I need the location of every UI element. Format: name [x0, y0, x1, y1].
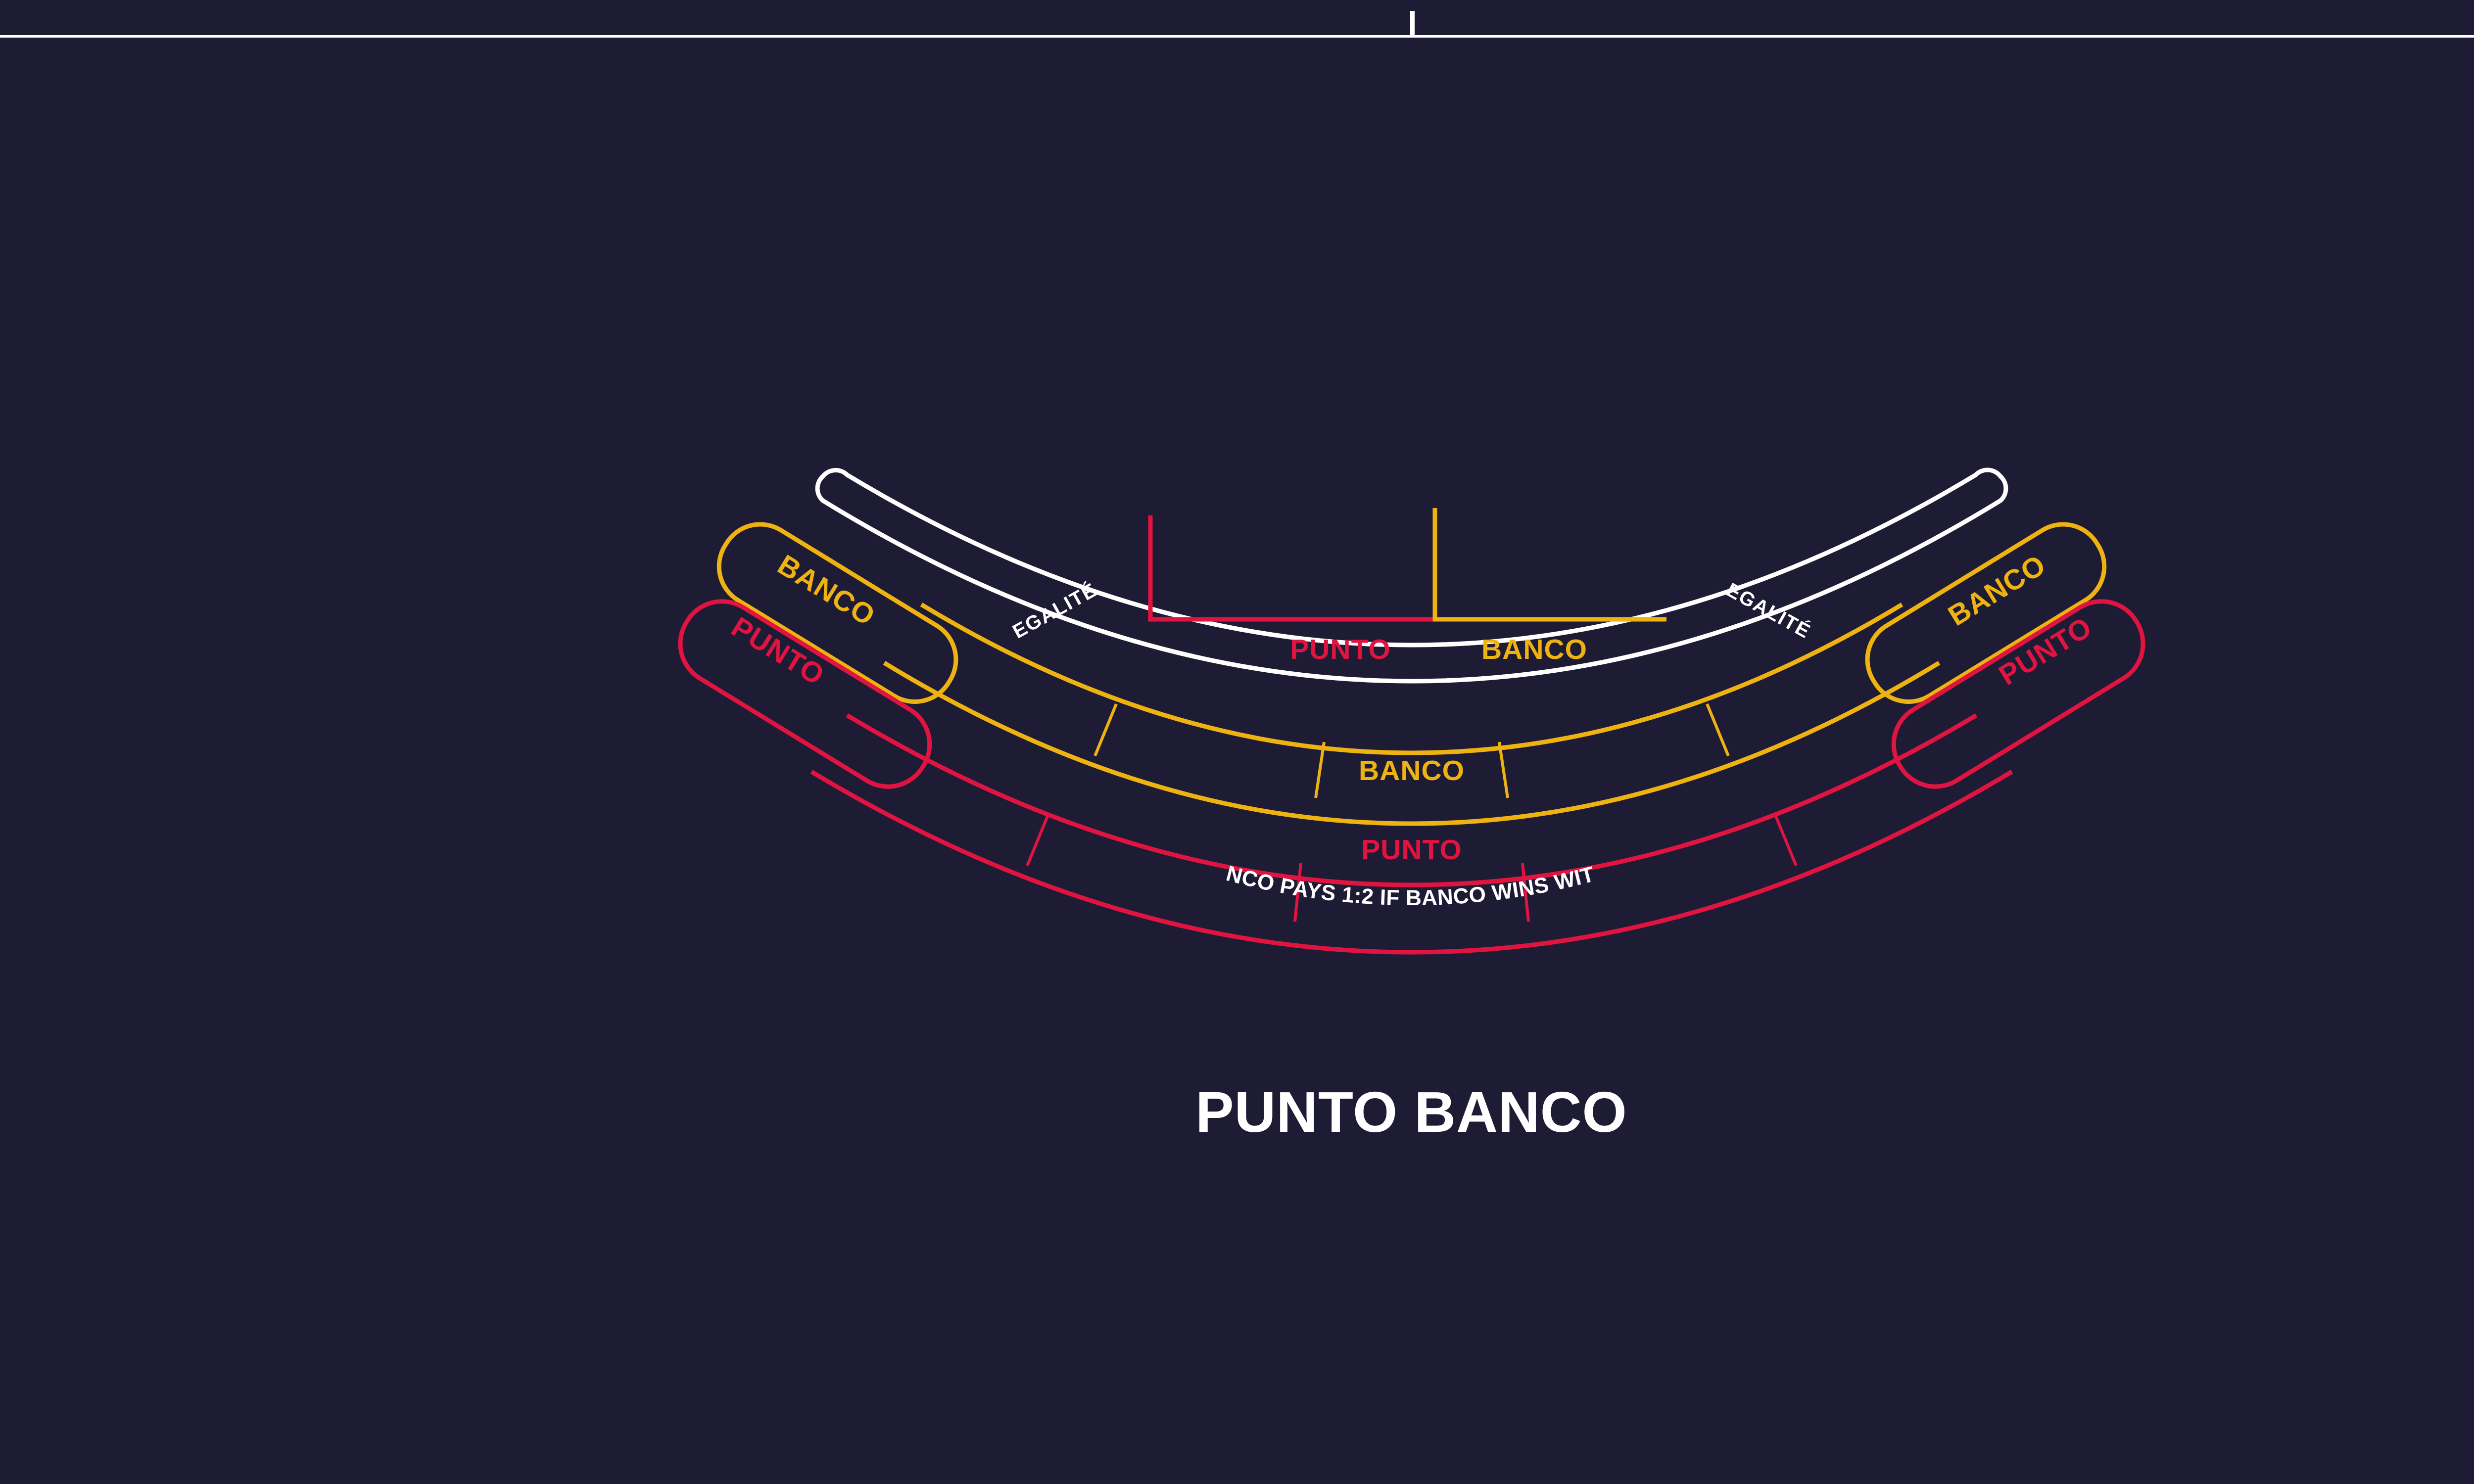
egalite-label-right: EGALITÉ: [1723, 578, 1815, 643]
banco-side-label-left-group: BANCO: [772, 549, 881, 632]
top-header-bar: [0, 0, 2474, 38]
punto-side-band-left[interactable]: [665, 586, 945, 802]
footer-note: BANCO PAYS 1:2 IF BANCO WINS WITH 5: [0, 0, 1597, 910]
page-title-wrapper: PUNTO BANCO: [0, 1083, 2474, 1141]
banco-side-label-right: BANCO: [1943, 549, 2051, 632]
egalite-band-group[interactable]: EGALITÉ EGALITÉ: [815, 467, 2008, 684]
punto-divider-4: [1773, 812, 1798, 867]
egalite-label-right-group: EGALITÉ: [1723, 578, 1815, 643]
banco-divider-1: [1094, 703, 1118, 757]
punto-dealer-bracket[interactable]: [1148, 515, 1666, 622]
header-center-tick: [1410, 11, 1415, 37]
punto-divider-3: [1521, 863, 1530, 922]
banco-side-band-left[interactable]: [704, 510, 971, 716]
egalite-band-outline[interactable]: [815, 467, 2008, 684]
egalite-label-left: EGALITÉ: [1009, 578, 1101, 643]
punto-center-label: PUNTO: [1361, 834, 1462, 866]
punto-arc-outer-edge: [846, 713, 1978, 887]
banco-side-band-right[interactable]: [1853, 510, 2119, 716]
punto-divider-1: [1026, 812, 1050, 867]
banco-side-label-left: BANCO: [772, 549, 881, 632]
header-divider-rule: [0, 35, 2474, 38]
punto-side-band-left-group[interactable]: PUNTO: [665, 586, 945, 802]
punto-arc-inner-edge: [810, 770, 2013, 955]
banco-dealer-bracket-label: BANCO: [1481, 634, 1587, 665]
banco-divider-2: [1314, 742, 1326, 798]
banco-arc-inner-edge: [883, 661, 1941, 826]
page-title: PUNTO BANCO: [1195, 1080, 1627, 1144]
punto-side-band-right[interactable]: [1879, 586, 2158, 802]
banco-dealer-bracket[interactable]: [1432, 508, 1666, 622]
footer-note-textpath: BANCO PAYS 1:2 IF BANCO WINS WITH 5: [0, 0, 1597, 910]
banco-arc-outer-edge: [920, 603, 1903, 755]
punto-dealer-bracket-label: PUNTO: [1290, 634, 1390, 665]
punto-divider-2: [1293, 863, 1302, 922]
punto-arc-group[interactable]: PUNTO: [810, 713, 2013, 955]
banco-side-label-right-group: BANCO: [1943, 549, 2051, 632]
egalite-label-left-group: EGALITÉ: [1009, 578, 1101, 643]
banco-dealer-bracket-group[interactable]: BANCO: [1432, 508, 1666, 665]
banco-arc-group[interactable]: BANCO: [883, 603, 1941, 826]
punto-side-band-right-group[interactable]: PUNTO: [1879, 586, 2158, 802]
banco-divider-3: [1498, 742, 1509, 798]
banco-center-label: BANCO: [1359, 755, 1465, 787]
punto-dealer-bracket-group[interactable]: PUNTO: [1148, 515, 1666, 665]
banco-divider-4: [1706, 703, 1730, 757]
